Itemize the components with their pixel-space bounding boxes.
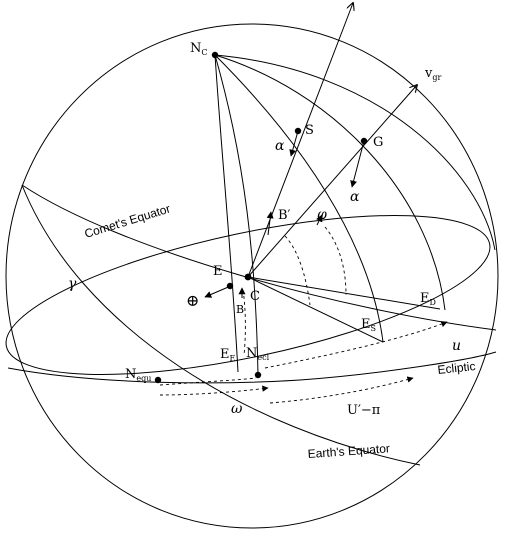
label-e: E (213, 264, 223, 279)
meridian-nc-right (214, 54, 496, 251)
dashed-arc-u (264, 321, 448, 369)
point-e (226, 282, 234, 290)
label-u: u (452, 338, 461, 354)
label-e-d: ED (420, 291, 436, 307)
line-c-to-es (247, 276, 384, 343)
label-n-equ: Nequ (125, 367, 151, 383)
label-n-c: NC (190, 41, 208, 57)
label-e-e: EE (220, 347, 236, 363)
ecliptic-circle (7, 351, 497, 384)
earths-equator-circle (21, 184, 421, 466)
label-alpha-s: α (275, 138, 285, 154)
comets-equator-circle (5, 215, 491, 375)
dashed-arc-phi (324, 226, 347, 296)
line-c-to-ed (247, 276, 441, 310)
label-alpha-g: α (350, 189, 360, 205)
celestial-sphere-outline (5, 23, 499, 529)
label-comets-equator: Comet's Equator (83, 201, 172, 240)
dashed-arc-omega-2 (159, 377, 257, 386)
point-nequ (154, 376, 162, 384)
point-c (244, 273, 252, 281)
label-omega: ω (231, 401, 243, 417)
point-s (294, 127, 302, 135)
label-earth-symbol: ⊕ (186, 291, 199, 310)
point-g (360, 137, 368, 145)
alpha-arrow-s (289, 130, 299, 157)
dashed-arc-b-prime (284, 235, 311, 306)
dashed-arc-omega (159, 385, 269, 396)
earths-equator-back (21, 184, 497, 331)
label-ecliptic: Ecliptic (437, 359, 476, 377)
meridian-nc-to-ed (214, 54, 446, 311)
label-e-s: ES (361, 317, 376, 333)
label-c: C (250, 289, 260, 304)
label-g: G (373, 135, 383, 150)
point-necl (254, 371, 262, 379)
label-phi: φ (317, 207, 327, 223)
label-s: S (305, 123, 314, 138)
label-b-prime: B′ (278, 208, 291, 223)
dashed-arc-b (242, 289, 246, 356)
label-earths-equator: Earth's Equator (307, 441, 390, 461)
label-b: B (236, 303, 244, 316)
line-c-to-vgr (247, 85, 417, 278)
b-prime-arrow (266, 211, 274, 236)
phi-arrow (316, 214, 323, 226)
alpha-arrow-g (350, 140, 365, 188)
label-v-gr: vgr (424, 66, 441, 82)
meridian-nc-to-ee (214, 54, 239, 373)
line-c-to-top (247, 3, 353, 278)
point-nc (211, 51, 219, 59)
label-n-ecl: Necl (246, 346, 270, 362)
meridian-nc-to-es (214, 54, 384, 343)
label-u-prime-pi: U′−π (347, 403, 381, 418)
meridian-nc-to-necl (214, 54, 259, 376)
label-gamma: γ (68, 276, 77, 292)
dashed-arc-u-prime-pi (269, 376, 414, 404)
